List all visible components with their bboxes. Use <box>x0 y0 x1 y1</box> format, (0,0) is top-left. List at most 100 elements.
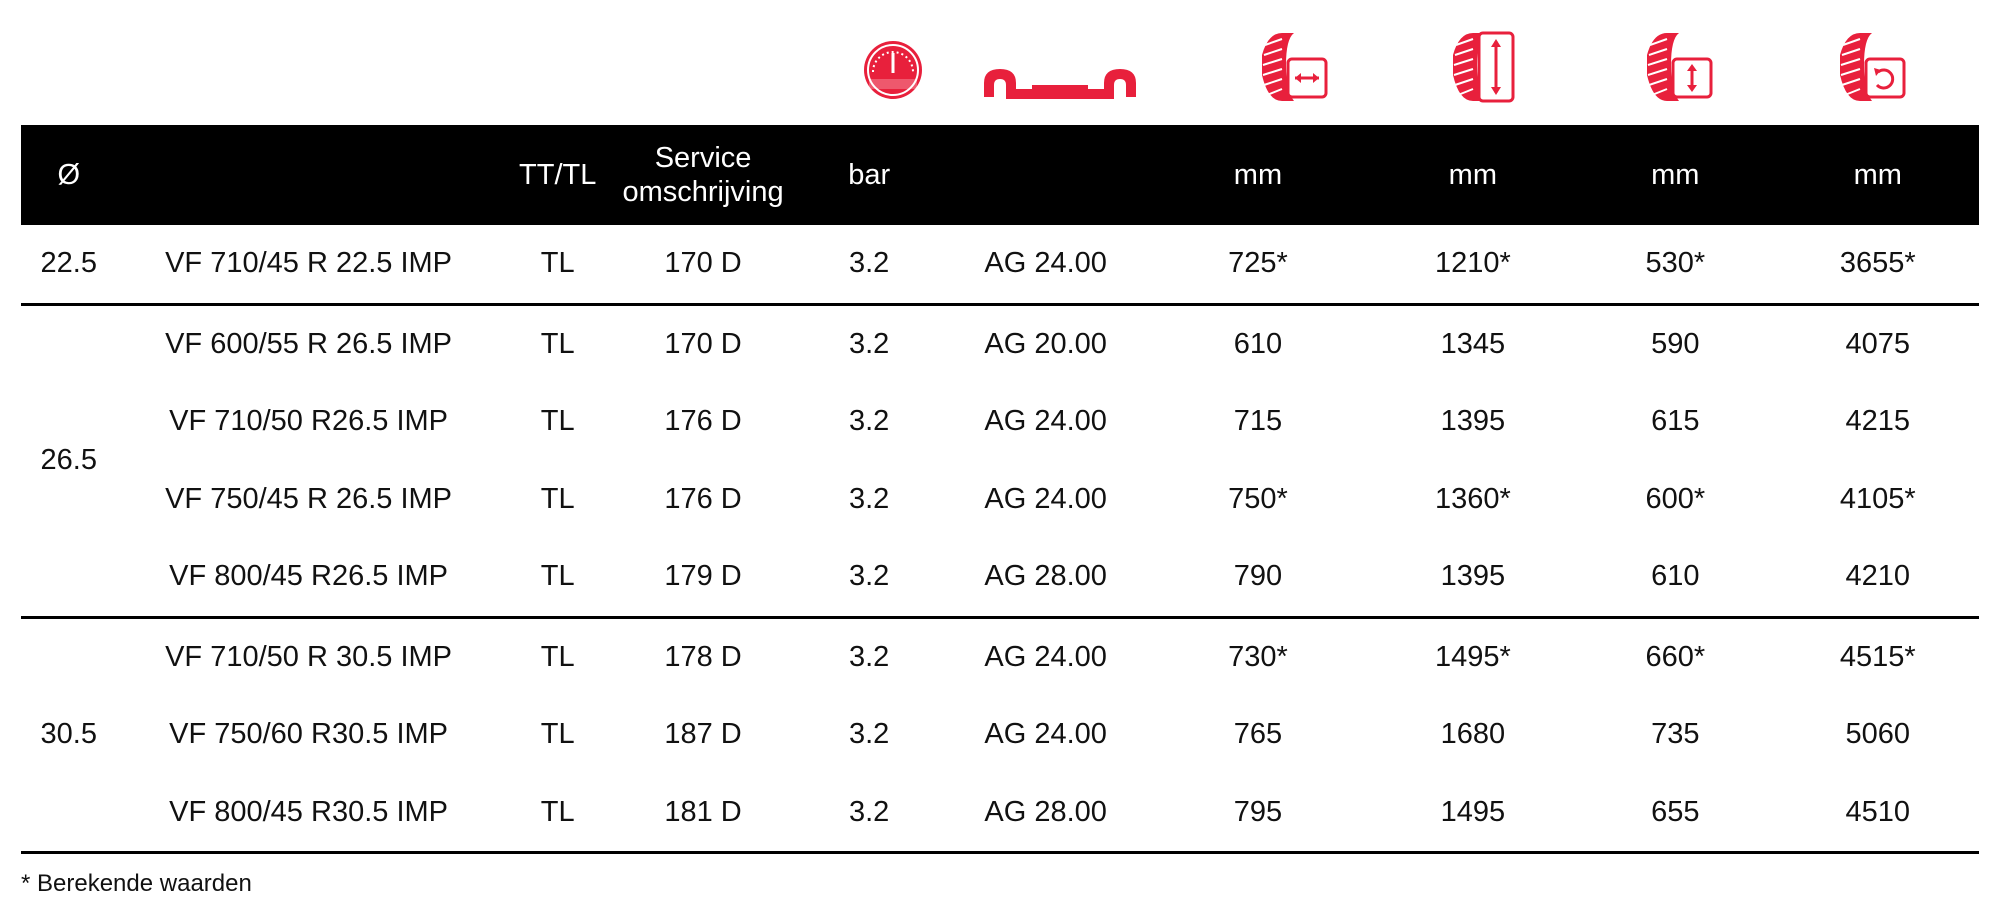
tire-width-icon <box>1242 25 1342 105</box>
tire-size-header <box>116 125 501 225</box>
tire-size-cell: VF 710/45 R 22.5 IMP <box>165 247 453 280</box>
width-cell: 750* <box>1228 482 1288 515</box>
diameter-header: Ø <box>21 125 117 225</box>
overall-diameter-cell: 1495* <box>1371 615 1575 696</box>
width-cell: 730* <box>1144 615 1372 696</box>
width-cell: 790 <box>1233 560 1283 593</box>
tt-tl-header: TT/TL <box>500 125 615 225</box>
rolling-circumference-cell: 5060 <box>1845 718 1910 751</box>
rolling-circumference-header: mm <box>1776 125 1979 225</box>
tt-tl-cell: TL <box>540 405 575 438</box>
service-description-cell: 170 D <box>664 247 742 280</box>
footnote: * Berekende waarden <box>21 870 252 897</box>
static-radius-cell: 530* <box>1645 247 1706 280</box>
rim-cell: AG 24.00 <box>947 615 1145 696</box>
rim-cell: AG 20.00 <box>947 302 1145 383</box>
overall-diameter-cell: 1495 <box>1371 773 1575 854</box>
width-cell: 715 <box>1233 405 1283 438</box>
tire-size-cell: VF 710/50 R26.5 IMP <box>169 405 448 438</box>
pressure-cell: 3.2 <box>848 718 890 751</box>
tire-static-radius-icon <box>1627 25 1727 105</box>
pressure-cell: 3.2 <box>791 773 948 854</box>
tt-tl-cell: TL <box>540 482 575 515</box>
width-header: mm <box>1144 125 1372 225</box>
tt-tl-cell: TL <box>500 302 615 383</box>
pressure-cell: 3.2 <box>791 615 948 696</box>
static-radius-cell: 660* <box>1574 615 1777 696</box>
service-header-line1: Service <box>654 142 752 174</box>
pressure-cell: 3.2 <box>791 302 948 383</box>
service-description-cell: 178 D <box>614 615 792 696</box>
diameter-cell: 30.5 <box>21 615 117 854</box>
static-radius-cell: 590 <box>1574 302 1777 383</box>
tire-size-cell: VF 750/45 R 26.5 IMP <box>165 482 453 515</box>
tire-size-cell: VF 710/50 R 30.5 IMP <box>116 615 501 696</box>
overall-diameter-cell: 1395 <box>1440 560 1506 593</box>
rolling-circumference-cell: 4215 <box>1845 405 1910 438</box>
static-radius-cell: 735 <box>1651 718 1700 751</box>
tt-tl-cell: TL <box>540 718 575 751</box>
static-radius-cell: 600* <box>1645 482 1706 515</box>
service-description-cell: 179 D <box>664 560 742 593</box>
tt-tl-cell: TL <box>500 615 615 696</box>
rolling-circumference-cell: 4105* <box>1839 482 1916 515</box>
tire-size-cell: VF 800/45 R30.5 IMP <box>116 773 501 854</box>
width-cell: 725* <box>1228 247 1288 280</box>
width-cell: 765 <box>1233 718 1283 751</box>
overall-diameter-cell: 1210* <box>1434 247 1511 280</box>
table-row: 22.5 VF 710/45 R 22.5 IMP TL 170 D 3.2 AG 24.… <box>21 225 1979 304</box>
diameter-cell: 22.5 <box>40 247 97 280</box>
table-header: Ø TT/TL Service omschrijving bar mm mm m… <box>21 125 1979 225</box>
rolling-circumference-cell: 4210 <box>1845 560 1910 593</box>
overall-diameter-cell: 1345 <box>1371 302 1575 383</box>
rim-cell: AG 24.00 <box>984 405 1107 438</box>
tire-rolling-circumference-icon <box>1820 25 1920 105</box>
rim-cell: AG 24.00 <box>984 718 1107 751</box>
static-radius-header: mm <box>1574 125 1777 225</box>
rim-cell: AG 24.00 <box>984 247 1107 280</box>
diameter-cell: 26.5 <box>21 302 117 617</box>
rim-profile-icon <box>980 25 1140 105</box>
rim-cell: AG 28.00 <box>984 560 1107 593</box>
rim-header <box>947 125 1145 225</box>
rim-cell: AG 28.00 <box>947 773 1145 854</box>
rolling-circumference-cell: 4075 <box>1776 302 1979 383</box>
width-cell: 610 <box>1144 302 1372 383</box>
overall-diameter-cell: 1360* <box>1434 482 1511 515</box>
rolling-circumference-cell: 4510 <box>1776 773 1979 854</box>
service-description-cell: 176 D <box>664 482 742 515</box>
table-row: VF 800/45 R26.5 IMP TL 179 D 3.2 AG 28.00 790… <box>21 538 1979 617</box>
service-header-line2: omschrijving <box>622 176 784 208</box>
pressure-cell: 3.2 <box>848 560 890 593</box>
pressure-cell: 3.2 <box>848 482 890 515</box>
icon-row <box>0 25 2000 115</box>
service-description-cell: 187 D <box>664 718 742 751</box>
service-description-cell: 181 D <box>614 773 792 854</box>
tt-tl-cell: TL <box>500 773 615 854</box>
rim-cell: AG 24.00 <box>984 482 1107 515</box>
pressure-gauge-icon <box>843 25 943 105</box>
overall-diameter-header: mm <box>1371 125 1575 225</box>
tt-tl-cell: TL <box>540 247 575 280</box>
service-description-cell: 170 D <box>614 302 792 383</box>
overall-diameter-cell: 1680 <box>1440 718 1506 751</box>
width-cell: 795 <box>1144 773 1372 854</box>
service-description-cell: 176 D <box>664 405 742 438</box>
static-radius-cell: 610 <box>1651 560 1700 593</box>
pressure-header: bar <box>791 125 948 225</box>
rolling-circumference-cell: 4515* <box>1776 615 1979 696</box>
tire-diameter-icon <box>1435 25 1535 105</box>
tt-tl-cell: TL <box>540 560 575 593</box>
pressure-cell: 3.2 <box>848 247 890 280</box>
tire-size-cell: VF 800/45 R26.5 IMP <box>169 560 448 593</box>
service-description-header: Service omschrijving <box>614 125 792 225</box>
tire-size-cell: VF 600/55 R 26.5 IMP <box>116 302 501 383</box>
tire-spec-table: Ø TT/TL Service omschrijving bar mm mm m… <box>21 125 1979 854</box>
static-radius-cell: 615 <box>1651 405 1700 438</box>
